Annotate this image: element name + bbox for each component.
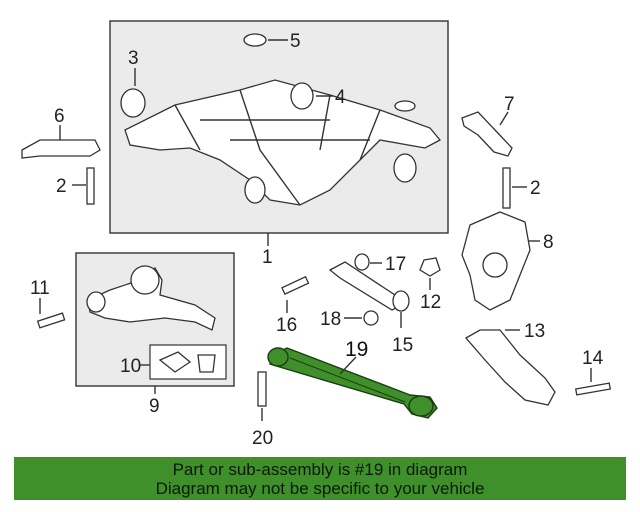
info-banner: Part or sub-assembly is #19 in diagram D…	[14, 457, 626, 500]
bushing-17	[354, 253, 370, 271]
bushing-kit-cup	[197, 354, 216, 373]
nut-12[interactable]	[419, 257, 441, 277]
banner-line-2: Diagram may not be specific to your vehi…	[155, 479, 485, 498]
callout-8: 8	[543, 232, 554, 253]
callout-6: 6	[54, 106, 65, 127]
washer-5	[243, 33, 267, 47]
callout-5: 5	[290, 31, 301, 52]
washer-18[interactable]	[363, 310, 379, 326]
bushing-lower-right	[393, 153, 417, 183]
control-arm-group[interactable]: 10	[75, 252, 235, 387]
lateral-link-19-outer-end	[408, 395, 434, 417]
callout-10: 10	[120, 356, 141, 377]
parts-diagram: 3 4 5 1 6 2 7 2 8 10 9 11 16	[21, 20, 612, 449]
callout-11: 11	[30, 278, 50, 299]
lateral-link-19-inner-bushing	[267, 347, 289, 367]
bolt-14[interactable]	[574, 382, 612, 396]
bushing-3	[120, 88, 146, 118]
callout-4: 4	[335, 87, 346, 108]
bolt-11[interactable]	[36, 312, 66, 329]
callout-15: 15	[392, 335, 413, 356]
bushing-lower-left	[244, 176, 266, 204]
arm-bushing-front	[86, 291, 106, 313]
callout-20: 20	[252, 428, 273, 449]
callout-3: 3	[128, 48, 139, 69]
callout-9: 9	[149, 396, 160, 417]
lateral-link-19-edge	[289, 357, 406, 403]
callout-16: 16	[276, 315, 297, 336]
subframe-ribs	[174, 89, 381, 206]
bolt-2-right[interactable]	[502, 167, 511, 209]
callout-12: 12	[420, 292, 441, 313]
hub-bore	[482, 252, 508, 278]
arm-bushing	[130, 265, 160, 295]
washer-right	[394, 100, 416, 112]
bolt-2-left[interactable]	[86, 167, 95, 205]
callout-14: 14	[582, 348, 604, 369]
bracket-7[interactable]	[461, 111, 513, 157]
callout-2-right: 2	[530, 178, 541, 199]
bushing-kit-plate	[158, 351, 192, 373]
bushing-15[interactable]	[392, 290, 410, 312]
callout-7: 7	[504, 94, 515, 115]
callout-13: 13	[524, 321, 545, 342]
bolt-16[interactable]	[281, 275, 310, 295]
callout-17: 17	[385, 254, 406, 275]
banner-line-1: Part or sub-assembly is #19 in diagram	[172, 460, 468, 479]
bushing-4	[290, 82, 314, 110]
bolt-20[interactable]	[257, 371, 267, 407]
lateral-link-19[interactable]	[267, 347, 438, 419]
callout-1: 1	[262, 247, 273, 268]
callout-2-left: 2	[56, 176, 67, 197]
bracket-6[interactable]	[21, 139, 101, 159]
callout-18: 18	[320, 309, 341, 330]
subframe-assembly-group[interactable]: 3 4 5	[109, 20, 449, 234]
callout-19: 19	[345, 338, 368, 361]
subframe-crossmember	[124, 79, 442, 206]
trailing-arm-13[interactable]	[464, 329, 556, 406]
